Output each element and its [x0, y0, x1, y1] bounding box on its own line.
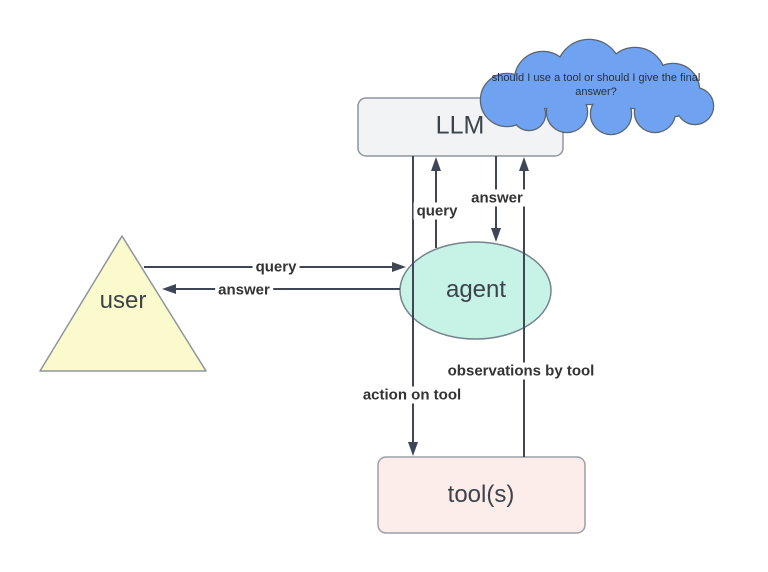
edge-agent-query-label: query [413, 202, 461, 220]
agent-query-arrowhead [431, 157, 441, 171]
user-query-arrowhead [392, 262, 406, 272]
edge-arrowheads [162, 157, 529, 456]
agent-ellipse [399, 241, 552, 340]
agent-label: agent [445, 276, 507, 303]
edge-llm-answer-label: answer [468, 189, 526, 207]
edge-user-answer-label: answer [215, 281, 273, 299]
user-label: user [99, 287, 147, 314]
tools-box [377, 456, 586, 534]
action-on-tool-arrowhead [408, 442, 418, 456]
tools-label: tool(s) [447, 481, 515, 508]
user-triangle [39, 235, 207, 372]
observations-arrowhead [519, 157, 529, 171]
edge-action-on-tool-label: action on tool [359, 386, 465, 404]
user-answer-arrowhead [162, 284, 176, 294]
edge-user-query-label: query [252, 258, 300, 276]
llm-label: LLM [435, 111, 485, 140]
edge-observations-label: observations by tool [444, 362, 598, 380]
thought-cloud-text: should I use a tool or should I give the… [491, 72, 701, 98]
llm-answer-arrowhead [491, 228, 501, 242]
